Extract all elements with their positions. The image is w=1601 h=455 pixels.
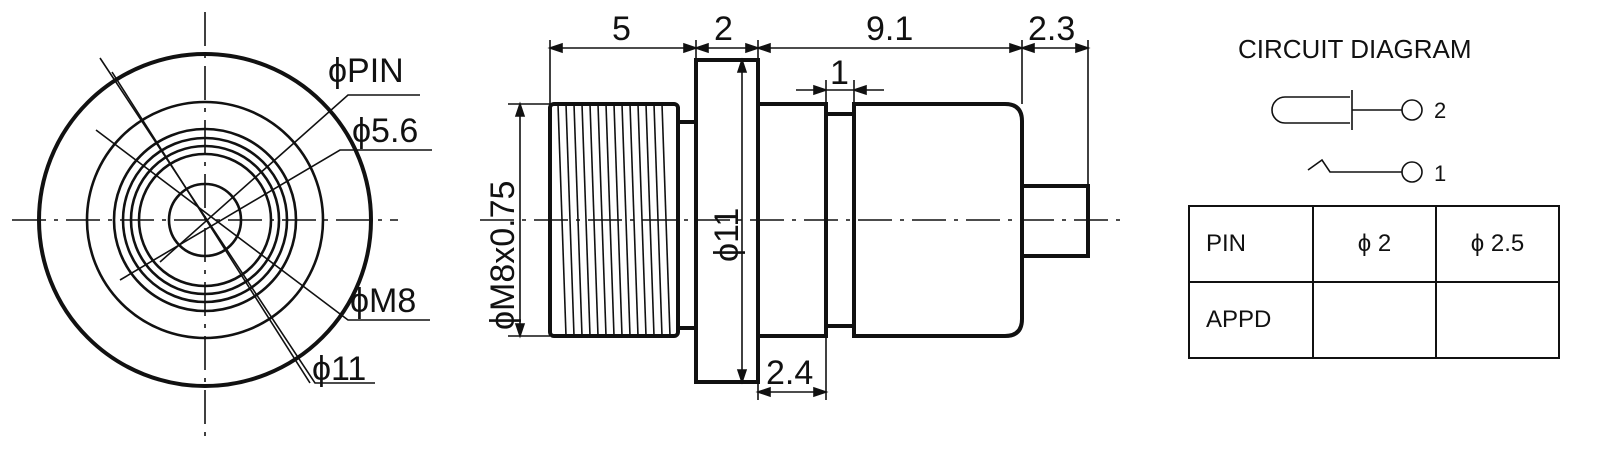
- table-cell-appd-d25: [1435, 281, 1560, 359]
- dim-flange-dia: ϕ11: [708, 208, 746, 262]
- terminal-1-circle: [1401, 161, 1423, 183]
- table-row: APPD: [1188, 281, 1560, 359]
- label-d56: ϕ5.6: [352, 112, 418, 150]
- circle-pin: [167, 182, 243, 258]
- neck-dimension-line: [755, 386, 829, 398]
- pin-rod: [1020, 184, 1090, 258]
- table-row: PIN ϕ 2 ϕ 2.5: [1188, 205, 1560, 283]
- switch-wire-1: [1307, 158, 1402, 173]
- dim-body-len: 9.1: [866, 10, 913, 48]
- circuit-title: CIRCUIT DIAGRAM: [1238, 34, 1472, 64]
- extension-lines: [508, 40, 1089, 400]
- flange-dia-dimension-line: [736, 57, 748, 385]
- dim-thread-len: 5: [612, 10, 631, 48]
- circle-m8-inner: [112, 127, 298, 313]
- label-m8: ϕM8: [350, 282, 416, 320]
- dim-neck: 2.4: [766, 354, 813, 392]
- front-view: ϕPIN ϕ5.6 ϕM8 ϕ11: [12, 12, 432, 440]
- leader-m8: [95, 129, 430, 321]
- groove-dimension-line: [796, 84, 884, 96]
- terminal-1-label: 1: [1434, 161, 1446, 186]
- thread-dia-dimension-line: [514, 101, 526, 339]
- dim-pin-len: 2.3: [1028, 10, 1075, 48]
- table-cell-appd-label: APPD: [1188, 281, 1314, 359]
- circuit-diagram: CIRCUIT DIAGRAM 2 1: [1238, 34, 1472, 186]
- jack-sleeve-symbol: [1271, 96, 1350, 124]
- terminal-2-circle: [1401, 99, 1423, 121]
- table-cell-pin-d2: ϕ 2: [1312, 205, 1437, 283]
- leader-pin-shoulder: [159, 94, 420, 263]
- leader-d11-line: [111, 71, 311, 384]
- label-pin: ϕPIN: [328, 52, 404, 90]
- terminal-2-label: 2: [1434, 98, 1446, 123]
- circle-bore: [137, 152, 273, 288]
- label-d11: ϕ11: [312, 350, 366, 388]
- top-dimension-lines: [547, 42, 1091, 54]
- dim-groove: 1: [830, 54, 849, 92]
- circle-d56-inner: [129, 144, 281, 296]
- leader-d56: [119, 149, 432, 281]
- thread-lines: [557, 103, 671, 337]
- main-body: [852, 102, 1024, 338]
- table-cell-pin-d25: ϕ 2.5: [1435, 205, 1560, 283]
- thread-neck: [676, 120, 698, 330]
- outer-circle-d11: [37, 52, 373, 388]
- table-cell-appd-d2: [1312, 281, 1437, 359]
- table-cell-pin-label: PIN: [1188, 205, 1314, 283]
- dim-thread-dia: ϕM8x0.75: [484, 181, 522, 330]
- side-view: 5 2 9.1 2.3 1 2.4 ϕM8x0.75 ϕ11: [480, 10, 1120, 400]
- pin-table: PIN ϕ 2 ϕ 2.5 APPD: [1188, 205, 1560, 359]
- circle-m8-outer: [85, 100, 325, 340]
- dim-flange-len: 2: [714, 10, 733, 48]
- circle-d56-outer: [121, 136, 289, 304]
